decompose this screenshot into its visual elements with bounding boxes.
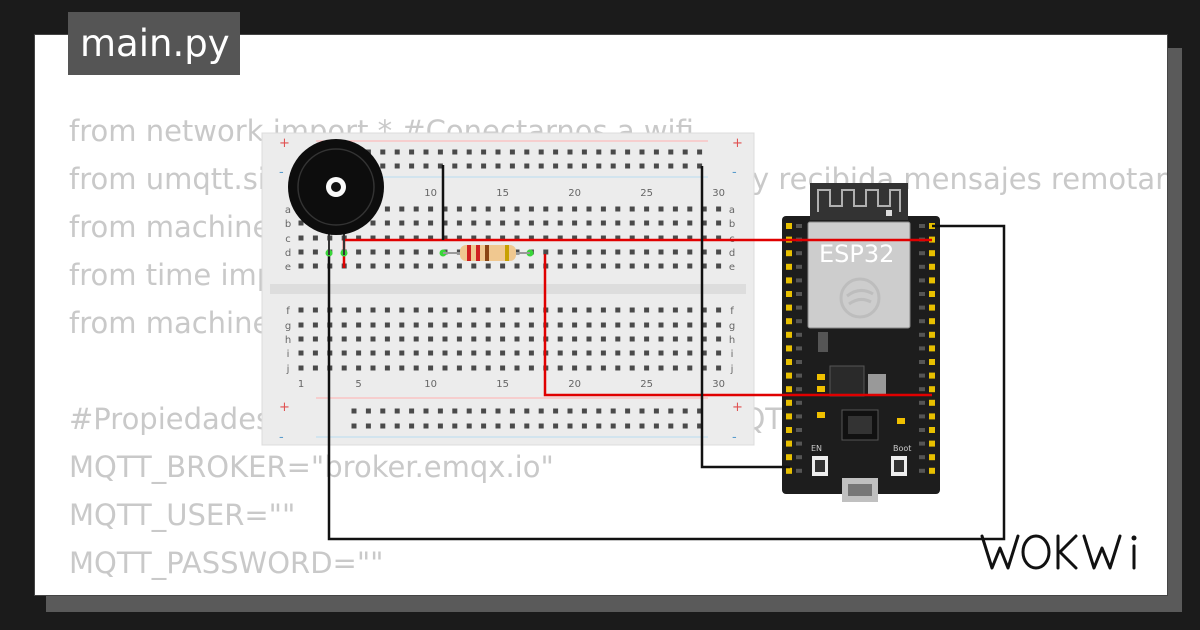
rail-plus-label: + — [279, 136, 290, 151]
esp32-label: ESP32 — [819, 240, 894, 268]
rail-minus-label: - — [279, 430, 284, 445]
row-letter-label: j — [730, 364, 734, 375]
row-letter-label: a — [285, 205, 291, 216]
row-letter-label: d — [285, 248, 291, 259]
file-tab-main-py[interactable]: main.py — [68, 12, 240, 75]
row-letter-label: b — [285, 219, 291, 230]
row-letter-label: e — [729, 262, 735, 273]
buzzer-icon[interactable] — [288, 139, 384, 255]
boot-button-label: Boot — [893, 444, 911, 453]
row-letter-label: f — [286, 306, 290, 317]
code-line: MQTT_BROKER="broker.emqx.io" — [69, 450, 554, 484]
rail-plus-label: + — [732, 136, 743, 151]
row-letter-label: i — [287, 349, 290, 360]
row-letter-label: e — [285, 262, 291, 273]
row-letter-label: j — [286, 364, 290, 375]
column-number-label: 15 — [496, 379, 509, 390]
column-number-label: 30 — [712, 379, 725, 390]
wokwi-logo-icon — [980, 534, 1137, 570]
column-number-label: 25 — [640, 379, 653, 390]
row-letter-label: c — [285, 234, 291, 245]
column-number-label: 25 — [640, 188, 653, 199]
row-letter-label: i — [731, 349, 734, 360]
resistor-icon[interactable] — [443, 245, 530, 261]
column-number-label: 20 — [568, 188, 581, 199]
column-number-label: 1 — [298, 379, 304, 390]
column-number-label: 10 — [424, 379, 437, 390]
rail-minus-label: - — [732, 430, 737, 445]
rail-plus-label: + — [732, 400, 743, 415]
row-letter-label: a — [729, 205, 735, 216]
row-letter-label: g — [285, 321, 291, 332]
row-letter-label: h — [729, 335, 735, 346]
column-number-label: 20 — [568, 379, 581, 390]
code-line: MQTT_PASSWORD="" — [69, 546, 384, 580]
esp32-chip-icon — [839, 277, 881, 319]
row-letter-label: f — [730, 306, 734, 317]
row-letter-label: b — [729, 219, 735, 230]
rail-minus-label: - — [279, 165, 284, 180]
column-number-label: 30 — [712, 188, 725, 199]
row-letter-label: h — [285, 335, 291, 346]
esp32-board[interactable]: ESP32 EN Boot — [782, 183, 940, 502]
rail-plus-label: + — [279, 400, 290, 415]
code-line: MQTT_USER="" — [69, 498, 296, 532]
rail-minus-label: - — [732, 165, 737, 180]
row-letter-label: g — [729, 321, 735, 332]
column-number-label: 5 — [355, 379, 361, 390]
column-number-label: 15 — [496, 188, 509, 199]
row-letter-label: d — [729, 248, 735, 259]
column-number-label: 10 — [424, 188, 437, 199]
en-button-label: EN — [811, 444, 822, 453]
code-line: MQTT_CLIENT_ID="" — [69, 587, 1167, 595]
